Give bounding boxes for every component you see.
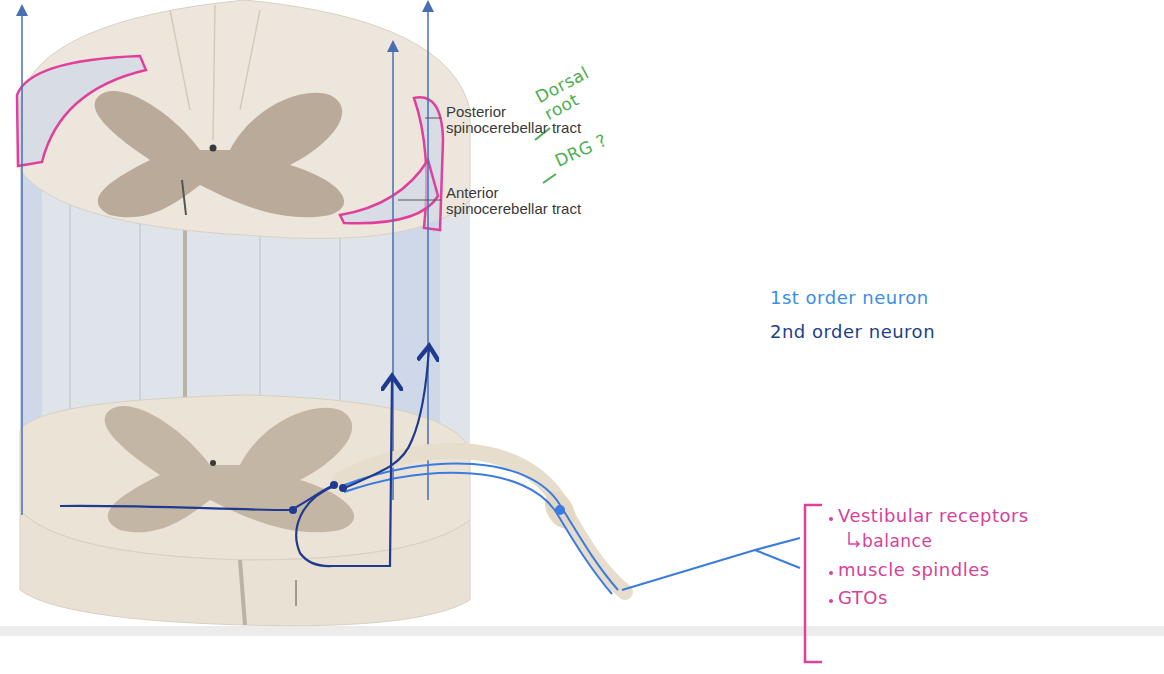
receptor-item: balance [862,532,1062,551]
receptor-item: muscle spindles [838,560,1118,580]
neuron-legend-text: 2nd order neuron [770,322,1030,342]
annotation-label: Dorsal root [532,59,608,123]
neuron-legend-text: 1st order neuron [770,288,1030,308]
receptor-item: Vestibular receptors [838,506,1118,526]
receptor-item: GTOs [838,588,1038,608]
tract-label: Anterior spinocerebellar tract [446,185,598,217]
